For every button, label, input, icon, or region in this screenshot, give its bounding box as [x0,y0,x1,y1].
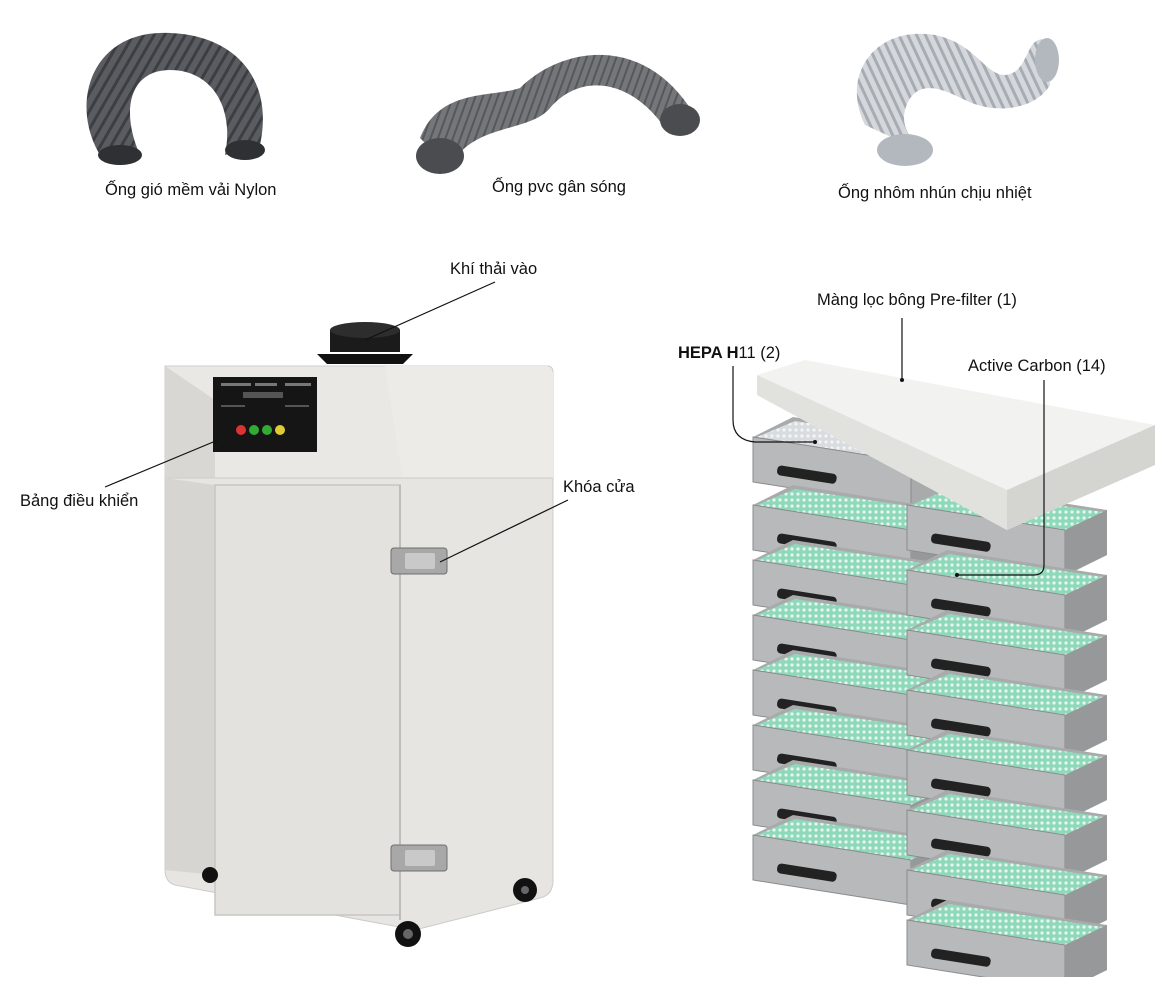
hepa-label-name: HEPA H [678,344,739,362]
hose-nylon-label: Ống gió mềm vải Nylon [105,181,277,199]
hose-aluminium [835,15,1065,170]
door-lock-label: Khóa cửa [563,478,635,496]
cabinet-door [214,484,401,916]
fume-extractor-machine [155,320,565,960]
hose-pvc-label: Ống pvc gân sóng [492,178,626,196]
filter-stack [745,355,1155,982]
door-latch-top [390,547,448,575]
hepa-label-suffix: 11 (2) [738,344,781,362]
prefilter-label: Màng lọc bông Pre-filter (1) [817,291,1017,309]
hose-pvc [410,28,710,178]
carbon-label: Active Carbon (14) [968,357,1106,375]
exhaust-inlet-label: Khí thải vào [450,260,538,278]
hepa-label: HEPA H11 (2) [678,343,780,363]
hose-nylon [60,15,290,175]
caster-wheel [202,867,218,883]
door-latch-bottom [390,844,448,872]
control-panel [213,377,317,452]
power-button-icon [236,425,246,435]
control-panel-label: Bảng điều khiển [20,492,139,510]
hose-aluminium-label: Ống nhôm nhún chịu nhiệt [838,184,1032,202]
